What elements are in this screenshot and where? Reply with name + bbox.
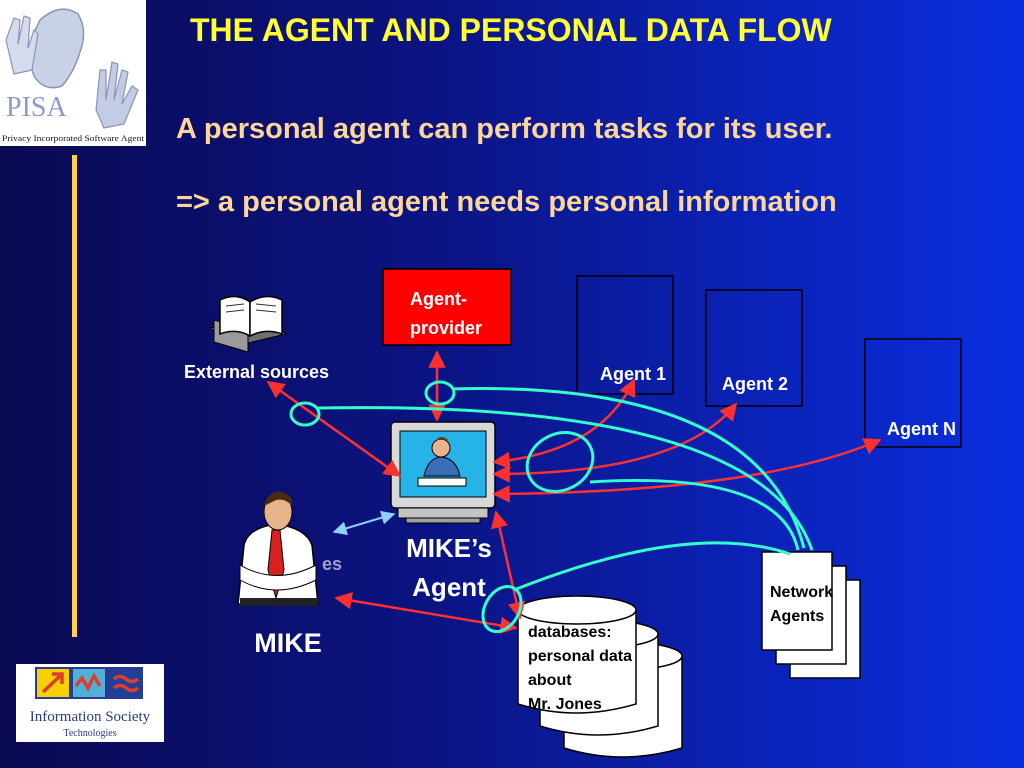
database-label-2: personal data	[528, 648, 632, 665]
book-icon	[208, 295, 288, 353]
monitor-loop-agent-flows	[525, 431, 595, 493]
agent-provider-label-1: Agent-	[410, 289, 467, 309]
pisa-caption: Privacy Incorporated Software Agent	[2, 133, 145, 143]
database-label-3: about	[528, 672, 572, 689]
external-sources-label: External sources	[184, 362, 329, 382]
arrow-mike-agent	[332, 510, 396, 536]
network-link-3	[589, 478, 800, 551]
slide-title: THE AGENT AND PERSONAL DATA FLOW	[190, 12, 832, 48]
monitor-loop-provider	[424, 380, 456, 406]
mikes-agent-label-1: MIKE’s	[406, 533, 492, 563]
network-agents-pages-icon	[761, 551, 861, 679]
agent-2-box	[705, 289, 803, 407]
pisa-logo: PISA Privacy Incorporated Software Agent	[0, 0, 146, 146]
agent-provider-label-2: provider	[410, 318, 482, 338]
ist-title: Information Society	[30, 709, 151, 725]
subtitle-line-1: A personal agent can perform tasks for i…	[176, 113, 833, 145]
arrow-agent-database	[490, 510, 526, 620]
monitor-loop-database	[481, 585, 523, 633]
network-agents-label-2: Agents	[770, 608, 824, 625]
ist-caption: Technologies	[63, 728, 116, 739]
pisa-logo-graphic: PISA Privacy Incorporated Software Agent	[2, 8, 145, 143]
database-label-4: Mr. Jones	[528, 696, 602, 713]
ist-logo-graphic: Information Society Technologies	[30, 667, 151, 739]
subtitle-line-2: => a personal agent needs personal infor…	[176, 186, 837, 218]
network-agents-label-1: Network	[770, 584, 833, 601]
database-stack-icon	[517, 595, 683, 758]
agent-2-label: Agent 2	[722, 374, 788, 394]
left-divider	[72, 155, 77, 637]
mike-person-icon	[237, 491, 319, 606]
network-link-1	[451, 387, 806, 549]
network-link-4	[513, 541, 791, 592]
database-label-1: databases:	[528, 624, 612, 641]
pisa-wordmark: PISA	[6, 92, 67, 123]
agent-n-label: Agent N	[887, 419, 956, 439]
network-link-2	[317, 406, 814, 551]
ist-logo: Information Society Technologies	[16, 664, 164, 742]
monitor-loop-external	[289, 401, 321, 427]
arrow-external-agent	[266, 380, 402, 478]
mikes-agent-label-2: Agent	[412, 572, 486, 602]
monitor-icon	[390, 421, 496, 524]
mike-partial-label: es	[322, 554, 342, 574]
agent-n-box	[864, 338, 962, 448]
arrow-mike-database	[334, 591, 518, 635]
agent-provider-box	[382, 268, 512, 346]
mike-label: MIKE	[254, 628, 322, 658]
arrow-agent-n	[492, 438, 882, 503]
